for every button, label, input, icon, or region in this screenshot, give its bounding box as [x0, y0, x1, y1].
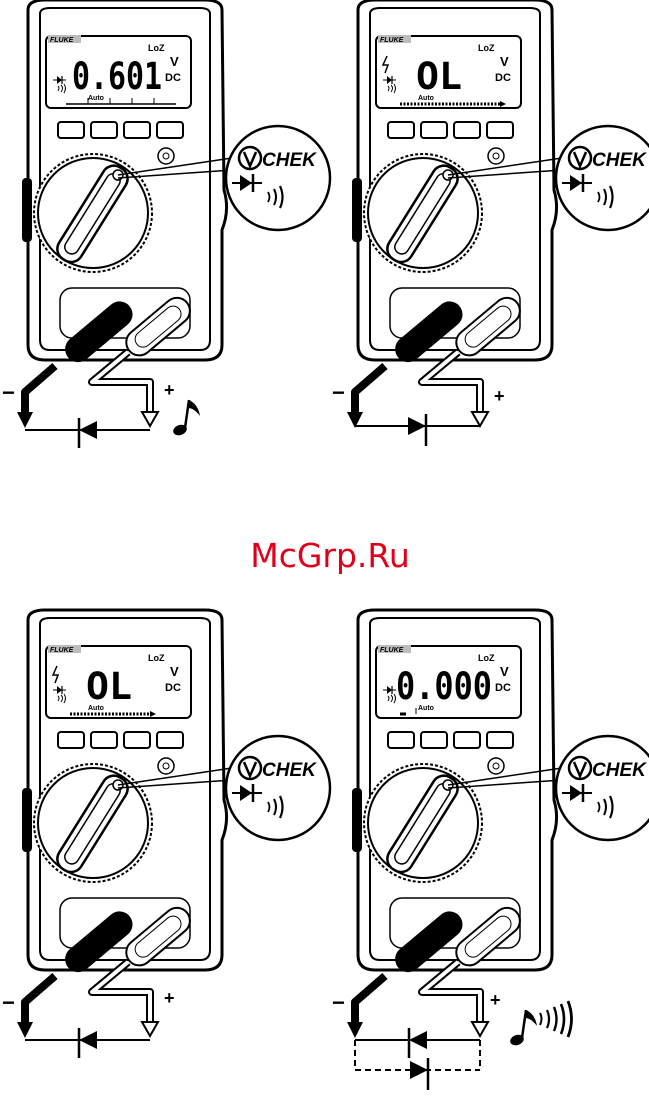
plus-label: + [164, 380, 175, 400]
panel-4: FLUKE LoZ V DC Auto 0.000 CHEK − + [332, 610, 649, 1090]
lcd-reading: OL [416, 55, 462, 98]
vchek-label: CHEK [262, 150, 317, 171]
beeper-note-icon [509, 1010, 537, 1047]
minus-label: − [332, 990, 345, 1015]
unit-dc-label: DC [495, 72, 511, 84]
brand-label: FLUKE [380, 647, 404, 654]
beeper-waves-icon [540, 1001, 572, 1037]
lcd-reading: OL [86, 665, 132, 708]
panel-3: FLUKE LoZ V DC Auto OL CHEK − + [2, 610, 330, 1058]
diode-under-test [25, 1028, 150, 1058]
loz-label: LoZ [148, 653, 165, 663]
watermark: McGrp.Ru [250, 536, 410, 575]
vchek-label: CHEK [262, 760, 317, 781]
vchek-label: CHEK [592, 150, 647, 171]
unit-dc-label: DC [165, 72, 181, 84]
diode-under-test [355, 1028, 480, 1058]
unit-dc-label: DC [495, 682, 511, 694]
diode-under-test [25, 418, 150, 448]
minus-label: − [332, 380, 345, 405]
lcd-reading: 0.601 [72, 55, 162, 98]
loz-label: LoZ [478, 653, 495, 663]
plus-label: + [164, 988, 175, 1008]
unit-v-label: V [500, 664, 509, 679]
lcd-reading: 0.000 [396, 665, 492, 708]
brand-label: FLUKE [50, 647, 74, 654]
unit-v-label: V [500, 54, 509, 69]
brand-label: FLUKE [50, 37, 74, 44]
loz-label: LoZ [478, 43, 495, 53]
unit-dc-label: DC [165, 682, 181, 694]
plus-label: + [490, 990, 501, 1010]
unit-v-label: V [170, 54, 179, 69]
unit-v-label: V [170, 664, 179, 679]
brand-label: FLUKE [380, 37, 404, 44]
loz-label: LoZ [148, 43, 165, 53]
plus-label: + [494, 386, 505, 406]
minus-label: − [2, 990, 15, 1015]
minus-label: − [2, 380, 15, 405]
panel-1: FLUKE LoZ V DC Auto 0.601 CHEK − + [2, 0, 330, 448]
alternate-diode-path [355, 1040, 480, 1090]
beeper-note-icon [172, 400, 200, 437]
vchek-label: CHEK [592, 760, 647, 781]
panel-2: FLUKE LoZ V DC Auto OL CHEK − + [332, 0, 649, 446]
diode-under-test [355, 414, 480, 446]
